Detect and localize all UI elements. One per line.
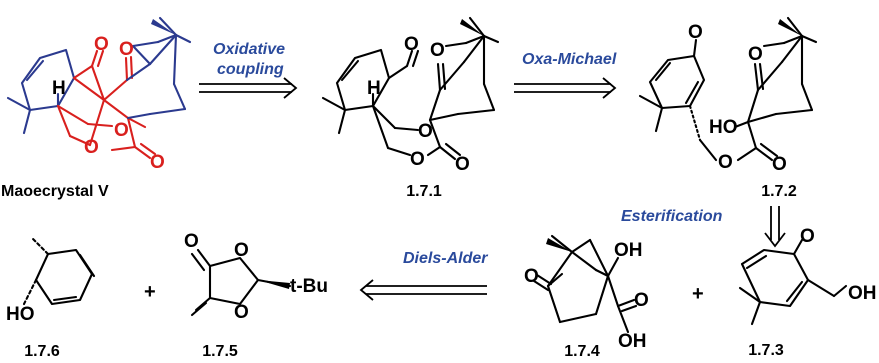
structure-1-7-3: O OH 1.7.3 [738,226,877,359]
structure-1-7-6: HO 1.7.6 [6,236,96,360]
svg-text:O: O [748,44,763,65]
svg-text:O: O [234,240,249,261]
structure-1-7-2: O O HO O O 1.7.2 [638,16,818,200]
compound-label-1-7-2: 1.7.2 [761,183,797,200]
step-oxidative-coupling: Oxidative coupling [199,41,298,99]
step-label-diels-alder: Diels-Alder [403,250,488,267]
svg-text:O: O [772,154,787,175]
step-label-oxa-michael: Oxa-Michael [522,51,617,68]
svg-text:O: O [634,290,649,311]
svg-text:O: O [524,266,539,287]
svg-text:t-Bu: t-Bu [290,276,328,297]
svg-text:HO: HO [709,117,738,138]
structure-1-7-1: O O O O O H 1.7.1 [321,16,500,200]
step-diels-alder: Diels-Alder [359,250,488,301]
structure-maoecrystal-v: O O O O O H Maoecrystal V [1,16,192,200]
plus-sign: + [144,281,156,303]
svg-text:HO: HO [6,304,35,325]
svg-text:O: O [150,152,165,173]
svg-text:O: O [410,149,425,170]
step-label-esterification: Esterification [621,208,723,225]
svg-text:O: O [455,154,470,175]
svg-text:O: O [718,152,733,173]
retro-arrow [199,77,298,99]
svg-text:O: O [404,34,419,55]
step-oxa-michael: Oxa-Michael [514,51,617,99]
svg-text:O: O [184,231,199,252]
compound-label-1-7-5: 1.7.5 [202,343,238,360]
svg-text:O: O [430,40,445,61]
svg-text:OH: OH [848,283,877,304]
svg-text:O: O [688,22,703,43]
svg-text:O: O [94,34,109,55]
plus-sign: + [692,283,704,305]
svg-text:O: O [234,302,249,323]
retro-arrow [514,77,617,99]
retro-arrow-left [359,279,487,301]
structure-1-7-5: O O O t-Bu 1.7.5 [184,231,328,360]
svg-text:O: O [114,120,129,141]
structure-1-7-4: O OH O OH 1.7.4 [524,234,649,360]
svg-text:H: H [367,78,381,99]
compound-label-1-7-3: 1.7.3 [748,342,784,359]
compound-label-1-7-1: 1.7.1 [406,183,442,200]
compound-label-1-7-6: 1.7.6 [24,343,60,360]
svg-text:O: O [119,39,134,60]
step-esterification: Esterification [621,206,786,248]
step-label-oxidative-line2: coupling [217,61,284,78]
svg-text:O: O [418,121,433,142]
svg-text:O: O [800,226,815,247]
compound-label-maoecrystal-v: Maoecrystal V [1,183,109,200]
svg-text:OH: OH [618,331,647,352]
compound-label-1-7-4: 1.7.4 [564,343,600,360]
svg-text:H: H [52,78,66,99]
svg-text:OH: OH [614,240,643,261]
step-label-oxidative-line1: Oxidative [213,41,285,58]
svg-text:O: O [84,137,99,158]
retro-arrow-down [764,206,786,248]
